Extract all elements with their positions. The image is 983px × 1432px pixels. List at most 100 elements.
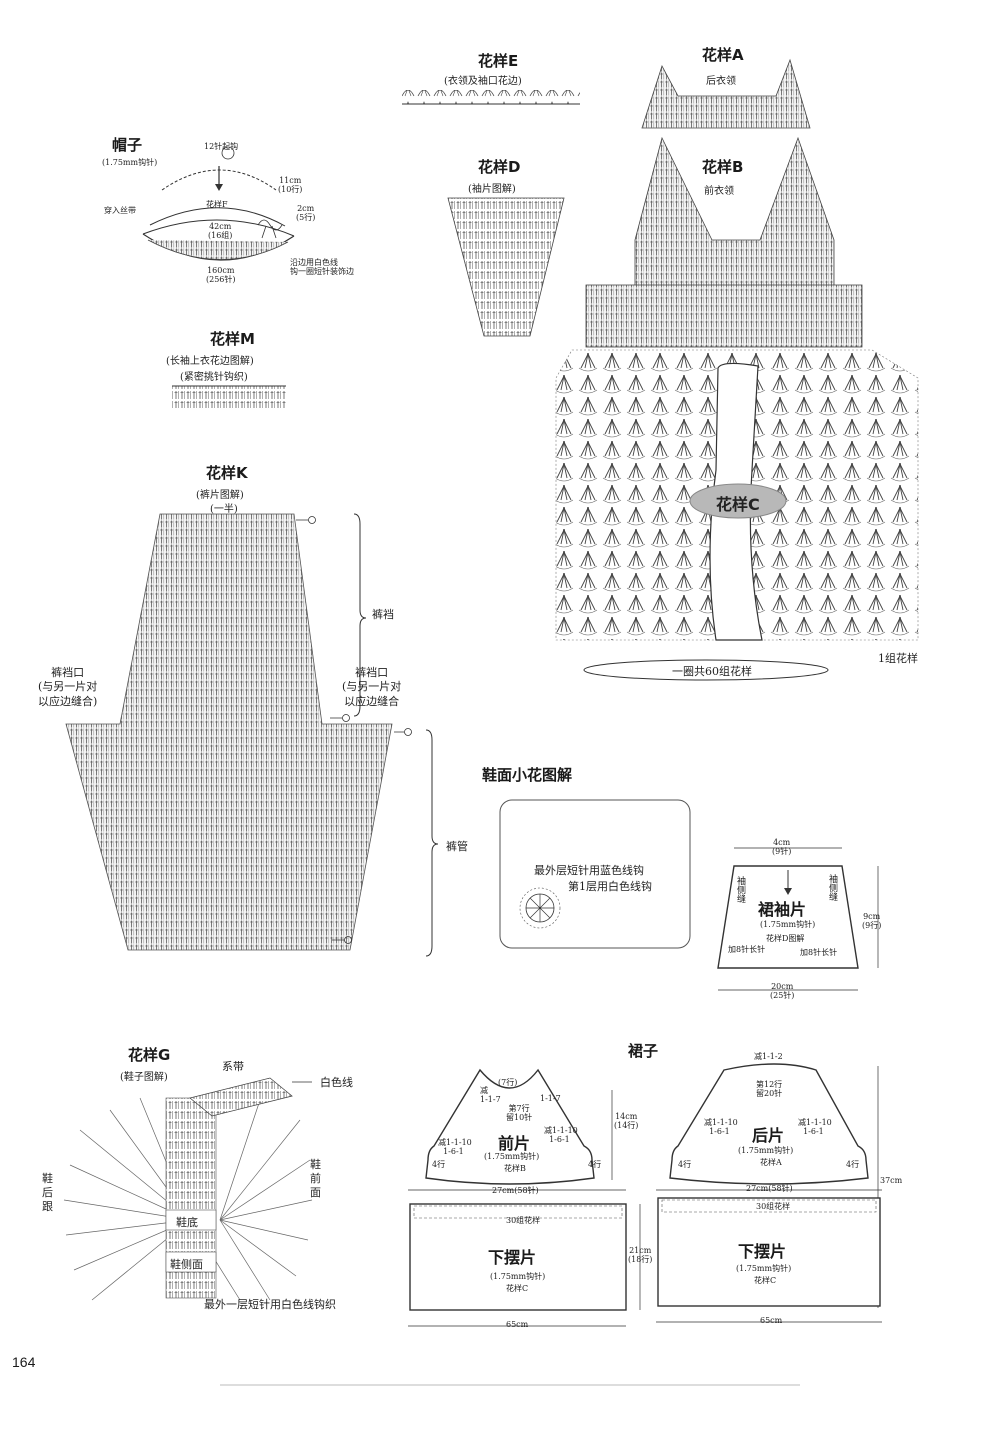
hat-edge-note: 沿边用白色线钩一圈短针装饰边	[290, 258, 354, 277]
pattern-g-white: 白色线	[320, 1076, 353, 1089]
skirt-front-width: 27cm(58针)	[492, 1186, 539, 1195]
pattern-g-sole: 鞋底	[176, 1216, 198, 1229]
skirt-front-shape	[425, 1068, 613, 1185]
hem-left-shape	[408, 1189, 641, 1327]
skirt-front-label: 前片	[498, 1134, 531, 1153]
hem-right-label: 下摆片	[738, 1242, 787, 1261]
skirt-sleeve-side-right: 袖侧缝	[827, 874, 837, 901]
skirt-back-left-rows: 4行	[678, 1160, 692, 1169]
hem-right-shape	[656, 1189, 882, 1323]
pattern-m-sub1: (长袖上衣花边图解)	[166, 356, 254, 367]
skirt-back-left-dec: 减1-1-10 1-6-1	[704, 1118, 738, 1137]
pattern-k-chart	[65, 513, 439, 957]
hat-start-note: 12针起钩	[204, 142, 239, 151]
pattern-c-label: 花样C	[716, 495, 760, 514]
hat-right-top: 11cm(10行)	[278, 176, 303, 195]
skirt-front-row-note: 第7行留10针	[506, 1104, 533, 1123]
hem-left-height: 21cm(18行)	[628, 1246, 653, 1265]
hat-right-mid: 2cm(5行)	[296, 204, 316, 223]
hem-right-width: 65cm	[760, 1316, 783, 1325]
skirt-back-right-dec: 减1-1-10 1-6-1	[798, 1118, 832, 1137]
skirt-back-total: 37cm	[880, 1176, 903, 1185]
shoe-flower-line2: 第1层用白色线钩	[568, 880, 652, 893]
hat-diagram	[142, 146, 295, 261]
skirt-sleeve-shape	[717, 847, 879, 991]
skirt-sleeve-label: 裙袖片	[758, 900, 807, 919]
pattern-k-crotch-open-left: 裤裆口(与另一片对以应边缝合)	[38, 666, 98, 708]
skirt-sleeve-add-right: 加8针长针	[800, 948, 838, 957]
skirt-back-row-note: 第12行留20针	[756, 1080, 783, 1099]
pattern-a-chart	[641, 58, 811, 129]
pattern-b-sub: 前衣领	[704, 186, 734, 197]
pattern-a-sub: 后衣领	[706, 76, 736, 87]
pattern-d-chart	[447, 197, 565, 337]
skirt-sleeve-hook: (1.75mm钩针)	[760, 920, 816, 929]
skirt-sleeve-pattern: 花样D图解	[766, 934, 805, 943]
hat-pattern: 花样F	[206, 200, 228, 209]
pattern-c-round-note: 一圈共60组花样	[672, 665, 752, 678]
pattern-b-chart	[585, 136, 863, 348]
skirt-front-height: 14cm(14行)	[614, 1112, 639, 1131]
shoe-flower-line1: 最外层短针用蓝色线钩	[534, 864, 644, 877]
pattern-e-chart	[402, 90, 580, 105]
hem-right-hook: (1.75mm钩针)	[736, 1264, 792, 1273]
pattern-d-title: 花样D	[478, 158, 521, 176]
pattern-g-sub: (鞋子图解)	[120, 1072, 168, 1083]
skirt-front-right-rows: 4行	[588, 1160, 602, 1169]
skirt-front-pattern: 花样B	[504, 1164, 526, 1173]
pattern-a-title: 花样A	[702, 46, 744, 64]
hem-left-label: 下摆片	[488, 1248, 537, 1267]
skirt-front-dec-top-r: 1-1-7	[540, 1094, 561, 1103]
page-number: 164	[12, 1354, 36, 1370]
pattern-g-strap: 系带	[222, 1060, 244, 1073]
pattern-g-side: 鞋侧面	[170, 1258, 203, 1271]
pattern-k-title: 花样K	[206, 464, 248, 482]
pattern-g-heel: 鞋后跟	[42, 1172, 53, 1213]
skirt-sleeve-side-left: 袖侧缝	[735, 876, 745, 903]
skirt-back-pattern: 花样A	[760, 1158, 782, 1167]
shoe-flower-title: 鞋面小花图解	[482, 766, 573, 784]
pattern-g-front: 鞋前面	[310, 1158, 321, 1199]
skirt-front-rows7: (7行)	[498, 1078, 518, 1087]
skirt-sleeve-height: 9cm(9行)	[862, 912, 882, 931]
skirt-back-shape	[669, 1063, 879, 1308]
shoe-flower-box	[499, 799, 691, 949]
hem-right-pattern: 花样C	[754, 1276, 777, 1285]
skirt-title: 裙子	[628, 1042, 659, 1060]
pattern-g-chart	[63, 1077, 313, 1301]
pattern-k-crotch: 裤裆	[372, 608, 394, 621]
hat-circumference: 42cm(16组)	[208, 222, 233, 241]
hem-left-hook: (1.75mm钩针)	[490, 1272, 546, 1281]
skirt-front-hook: (1.75mm钩针)	[484, 1152, 540, 1161]
skirt-sleeve-top: 4cm(9针)	[772, 838, 792, 857]
hem-left-width: 65cm	[506, 1320, 529, 1329]
pattern-c-group-note: 1组花样	[878, 652, 918, 665]
skirt-back-label: 后片	[752, 1126, 785, 1145]
pattern-g-note: 最外一层短针用白色线钩织	[204, 1298, 336, 1311]
skirt-sleeve-add-left: 加8针长针	[728, 945, 766, 954]
skirt-sleeve-bottom: 20cm(25针)	[770, 982, 795, 1001]
pattern-e-title: 花样E	[478, 52, 519, 70]
pattern-k-crotch-open-right: 裤裆口(与另一片对以应边缝合	[342, 666, 402, 708]
pattern-k-leg: 裤管	[446, 840, 468, 853]
pattern-d-sub: (袖片图解)	[468, 184, 516, 195]
pattern-c-chart	[555, 349, 919, 681]
pattern-k-sub2: (一半)	[210, 504, 238, 515]
hat-hook: (1.75mm钩针)	[102, 158, 158, 167]
hat-outer: 160cm(256针)	[206, 266, 236, 285]
pattern-m-sub2: (紧密挑针钩织)	[180, 372, 248, 383]
pattern-g-title: 花样G	[128, 1046, 171, 1064]
hem-left-groups: 30组花样	[506, 1216, 541, 1225]
hat-ribbon: 穿入丝带	[104, 206, 136, 215]
pattern-e-sub: (衣领及袖口花边)	[444, 76, 522, 87]
skirt-front-left-dec: 减1-1-10 1-6-1	[438, 1138, 472, 1157]
skirt-back-width: 27cm(58针)	[746, 1184, 793, 1193]
hat-title: 帽子	[112, 136, 143, 154]
pattern-m-title: 花样M	[210, 330, 255, 348]
pattern-m-chart	[172, 385, 286, 408]
pattern-k-sub1: (裤片图解)	[196, 490, 244, 501]
hem-right-groups: 30组花样	[756, 1202, 791, 1211]
skirt-front-left-rows: 4行	[432, 1160, 446, 1169]
